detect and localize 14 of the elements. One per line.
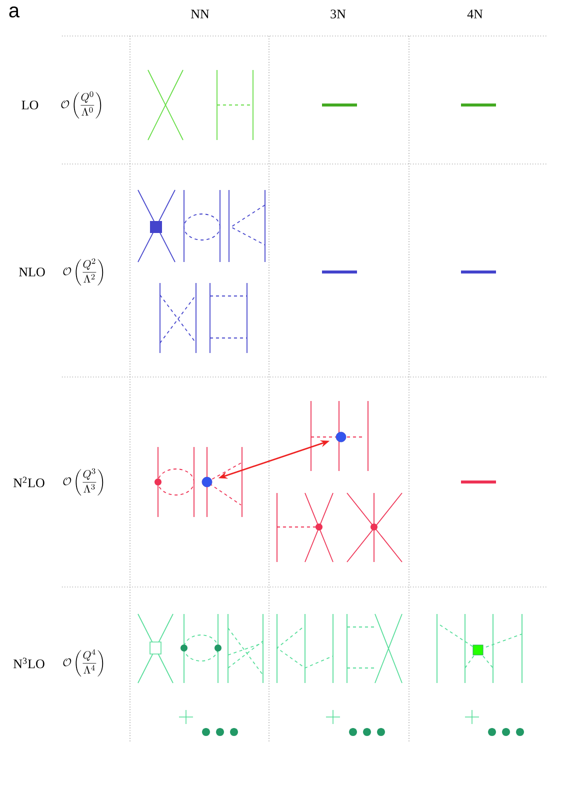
vertex-dot [202, 476, 212, 488]
vertex-dot [336, 432, 346, 442]
column-header: NN [191, 10, 210, 18]
order-label: LO [22, 100, 38, 110]
order-formula: $\mathcal{O}\left(\frac{Q^{2}}{\Lambda^{2}}\right)$ [63, 258, 104, 286]
column-header: 4N [467, 10, 483, 18]
column-header: 3N [330, 10, 346, 18]
order-formula: $\mathcal{O}\left(\frac{Q^{3}}{\Lambda^{3}}\right)$ [63, 468, 104, 496]
order-formula: $\mathcal{O}\left(\frac{Q^{4}}{\Lambda^{4}}\right)$ [63, 649, 104, 676]
order-label: NLO [19, 268, 45, 276]
order-label: N$^{3}$LO [14, 658, 44, 668]
order-formula: $\mathcal{O}\left(\frac{Q^{0}}{\Lambda^{0}}\right)$ [61, 91, 102, 118]
order-label: N$^{2}$LO [14, 476, 44, 488]
panel-letter: a [9, 6, 20, 18]
